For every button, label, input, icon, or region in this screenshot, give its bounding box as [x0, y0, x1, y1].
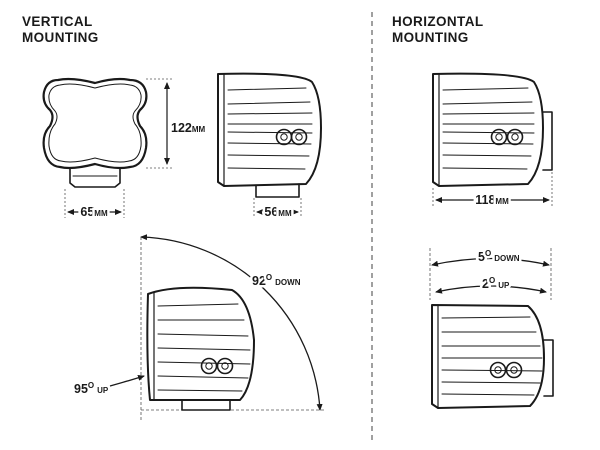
horizontal-width-dimension [432, 172, 553, 206]
horizontal-side-view-light [432, 72, 553, 187]
front-height-label: 122MM [171, 121, 206, 135]
side-depth-label: 56MM [264, 205, 292, 219]
vertical-side-view-light [217, 72, 322, 198]
horizontal-tilt-down-label: 5ODOWN [478, 249, 520, 264]
horizontal-tilt-up-label: 2OUP [482, 276, 510, 291]
vertical-heading-line1: VERTICAL [22, 14, 93, 29]
horizontal-tilt-view-light [431, 304, 554, 409]
front-width-dimension [64, 189, 125, 218]
horizontal-width-label: 118MM [475, 193, 509, 207]
horizontal-mounting-heading: HORIZONTAL MOUNTING [392, 14, 484, 46]
side-depth-dimension [253, 198, 302, 218]
vertical-tilt-up-label: 95OUP [74, 381, 109, 396]
horizontal-heading-line1: HORIZONTAL [392, 14, 484, 29]
tilted-side-view-light [146, 286, 255, 411]
front-width-label: 65MM [80, 205, 108, 219]
horizontal-heading-line2: MOUNTING [392, 30, 469, 45]
horizontal-tilt-arrows [429, 248, 552, 300]
vertical-mounting-heading: VERTICAL MOUNTING [22, 14, 99, 46]
front-view-light [42, 77, 148, 188]
tilt-up-arrow [109, 374, 145, 387]
front-height-dimension [146, 78, 174, 169]
vertical-heading-line2: MOUNTING [22, 30, 99, 45]
tilt-range-arc [140, 234, 325, 420]
vertical-tilt-down-label: 92ODOWN [252, 273, 301, 288]
